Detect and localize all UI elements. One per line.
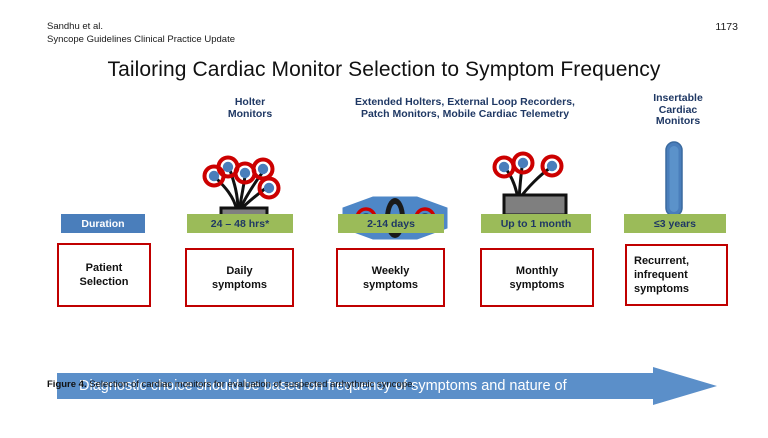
redbox-recurrent-symptoms-line2: infrequent <box>634 269 688 281</box>
figure-title: Tailoring Cardiac Monitor Selection to S… <box>107 58 661 81</box>
chip-patch-duration: 2-14 days <box>338 214 444 233</box>
summary-arrow-text: Diagnostic choice should be based on fre… <box>79 378 567 394</box>
redbox-patient-selection-line2: Selection <box>79 276 129 288</box>
figure-caption: Figure 4. Selection of cardiac monitors … <box>47 378 727 391</box>
column-header-icm-line3: Monitors <box>655 115 701 127</box>
figure-graphic: Tailoring Cardiac Monitor Selection to S… <box>0 48 768 405</box>
redbox-weekly-symptoms-line2: symptoms <box>362 278 419 291</box>
redbox-weekly-symptoms-line1: Weekly <box>371 264 410 277</box>
page-number: 1173 <box>715 21 738 33</box>
redbox-recurrent-symptoms: Recurrent, infrequent symptoms <box>625 244 728 306</box>
chip-holter-duration: 24 – 48 hrs* <box>187 214 293 233</box>
column-header-icm-line1: Insertable <box>653 92 703 104</box>
redbox-patient-selection: Patient Selection <box>57 243 151 307</box>
chip-loop-duration: Up to 1 month <box>481 214 591 233</box>
redbox-monthly-symptoms-line2: symptoms <box>509 278 565 291</box>
holter-monitor-icon <box>192 136 302 236</box>
column-header-extended-line2: Patch Monitors, Mobile Cardiac Telemetry <box>360 107 570 120</box>
column-header-icm: Insertable Cardiac Monitors <box>618 92 738 128</box>
running-head-subtitle: Syncope Guidelines Clinical Practice Upd… <box>47 33 235 45</box>
redbox-daily-symptoms-line2: symptoms <box>211 278 268 291</box>
redbox-daily-symptoms: Daily symptoms <box>185 248 294 307</box>
figure-caption-label: Figure 4. <box>47 379 87 390</box>
column-header-holter-line1: Holter <box>234 96 266 108</box>
redbox-daily-symptoms-line1: Daily <box>226 264 253 277</box>
summary-arrow-banner: Diagnostic choice should be based on fre… <box>57 367 717 405</box>
chip-icm-duration: ≤3 years <box>624 214 726 233</box>
chip-duration: Duration <box>61 214 145 233</box>
column-header-extended-line1: Extended Holters, External Loop Recorder… <box>355 96 575 108</box>
loop-recorder-icon <box>490 143 600 218</box>
running-head-author: Sandhu et al. <box>47 21 103 32</box>
figure-caption-text: Selection of cardiac monitors for evalua… <box>89 379 416 390</box>
redbox-monthly-symptoms: Monthly symptoms <box>480 248 594 307</box>
insertable-cardiac-monitor-icon <box>663 140 685 218</box>
redbox-weekly-symptoms: Weekly symptoms <box>336 248 445 307</box>
column-header-extended: Extended Holters, External Loop Recorder… <box>320 96 610 120</box>
redbox-monthly-symptoms-line1: Monthly <box>515 264 559 277</box>
column-header-holter: Holter Monitors <box>190 96 310 120</box>
column-header-holter-line2: Monitors <box>227 107 273 120</box>
redbox-patient-selection-line1: Patient <box>85 262 123 274</box>
column-header-icm-line2: Cardiac <box>658 103 698 116</box>
running-head: Sandhu et al. Syncope Guidelines Clinica… <box>47 21 235 46</box>
redbox-recurrent-symptoms-line1: Recurrent, <box>634 255 690 267</box>
redbox-recurrent-symptoms-line3: symptoms <box>634 283 690 295</box>
